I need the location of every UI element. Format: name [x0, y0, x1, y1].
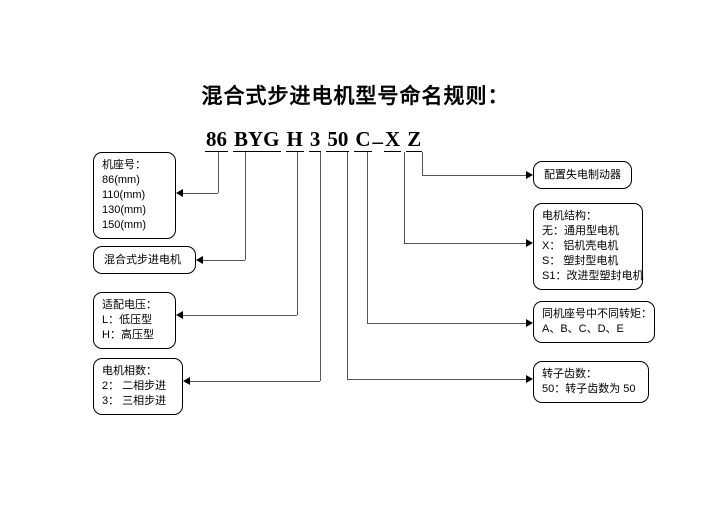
- box-phases: 电机相数： 2： 二相步进 3： 三相步进: [93, 358, 183, 415]
- box-brake-line-1: 配置失电制动器: [544, 168, 621, 181]
- connector-torque-vertical: [367, 152, 369, 323]
- box-frame-size-line-4: 130(mm): [102, 204, 147, 216]
- connector-series-horizontal: [203, 260, 245, 262]
- code-segment-frame-size: 86: [205, 127, 228, 152]
- model-code: 86 BYG H 3 50 C – X Z: [205, 126, 423, 153]
- box-structure-line-2: 无：通用型电机: [542, 225, 619, 237]
- box-structure-line-1: 电机结构：: [542, 210, 597, 222]
- box-voltage-line-2: L：低压型: [102, 314, 153, 326]
- box-torque-line-1: 同机座号中不同转矩：: [542, 308, 652, 320]
- box-phases-line-1: 电机相数：: [102, 365, 157, 377]
- code-segment-phases: 3: [308, 127, 322, 152]
- code-segment-series: BYG: [233, 127, 281, 152]
- connector-brake-horizontal: [422, 175, 526, 177]
- box-torque-line-2: A、B、C、D、E: [542, 323, 624, 335]
- connector-torque-horizontal: [367, 323, 526, 325]
- connector-rotor-teeth-horizontal: [347, 379, 526, 381]
- box-frame-size: 机座号： 86(mm) 110(mm) 130(mm) 150(mm): [93, 152, 176, 239]
- box-frame-size-line-2: 86(mm): [102, 174, 140, 186]
- connector-structure-arrow: [526, 239, 533, 247]
- box-frame-size-line-5: 150(mm): [102, 219, 147, 231]
- code-segment-rotor-teeth: 50: [326, 127, 350, 152]
- connector-frame-size-horizontal: [183, 193, 218, 195]
- box-torque: 同机座号中不同转矩： A、B、C、D、E: [533, 301, 655, 343]
- code-segment-brake: Z: [406, 127, 423, 152]
- connector-phases-vertical: [320, 152, 322, 381]
- connector-structure-vertical: [404, 152, 406, 243]
- box-brake: 配置失电制动器: [533, 161, 632, 189]
- box-voltage-line-3: H：高压型: [102, 329, 154, 341]
- box-structure-line-3: X： 铝机壳电机: [542, 240, 619, 252]
- box-rotor-teeth: 转子齿数： 50：转子齿数为 50: [533, 361, 649, 403]
- box-voltage-line-1: 适配电压：: [102, 299, 157, 311]
- connector-rotor-teeth-arrow: [526, 375, 533, 383]
- code-segment-torque: C: [354, 127, 372, 152]
- box-structure: 电机结构： 无：通用型电机 X： 铝机壳电机 S： 塑封型电机 S1：改进型塑封…: [533, 203, 643, 290]
- box-rotor-teeth-line-2: 50：转子齿数为 50: [542, 383, 636, 395]
- box-frame-size-line-3: 110(mm): [102, 189, 146, 201]
- connector-frame-size-arrow: [176, 189, 183, 197]
- box-frame-size-line-1: 机座号：: [102, 159, 146, 171]
- box-phases-line-3: 3： 三相步进: [102, 395, 167, 407]
- connector-phases-arrow: [183, 377, 190, 385]
- code-segment-structure: X: [384, 127, 402, 152]
- connector-brake-vertical: [422, 152, 424, 175]
- box-structure-line-4: S： 塑封型电机: [542, 255, 619, 267]
- connector-series-arrow: [196, 256, 203, 264]
- code-segment-voltage: H: [285, 127, 304, 152]
- box-phases-line-2: 2： 二相步进: [102, 380, 167, 392]
- code-separator: –: [372, 129, 384, 153]
- connector-brake-arrow: [526, 171, 533, 179]
- connector-frame-size-vertical: [218, 152, 220, 193]
- connector-phases-horizontal: [190, 381, 320, 383]
- page-title: 混合式步进电机型号命名规则：: [201, 85, 510, 108]
- connector-rotor-teeth-vertical: [347, 152, 349, 379]
- box-rotor-teeth-line-1: 转子齿数：: [542, 368, 597, 380]
- box-series-line-1: 混合式步进电机: [104, 253, 181, 266]
- connector-voltage-vertical: [297, 152, 299, 315]
- connector-series-vertical: [245, 152, 247, 260]
- box-voltage: 适配电压： L：低压型 H：高压型: [93, 292, 176, 349]
- connector-torque-arrow: [526, 319, 533, 327]
- connector-structure-horizontal: [404, 243, 526, 245]
- box-structure-line-5: S1：改进型塑封电机: [542, 270, 644, 282]
- connector-voltage-arrow: [176, 311, 183, 319]
- connector-voltage-horizontal: [183, 315, 297, 317]
- box-series: 混合式步进电机: [93, 246, 196, 274]
